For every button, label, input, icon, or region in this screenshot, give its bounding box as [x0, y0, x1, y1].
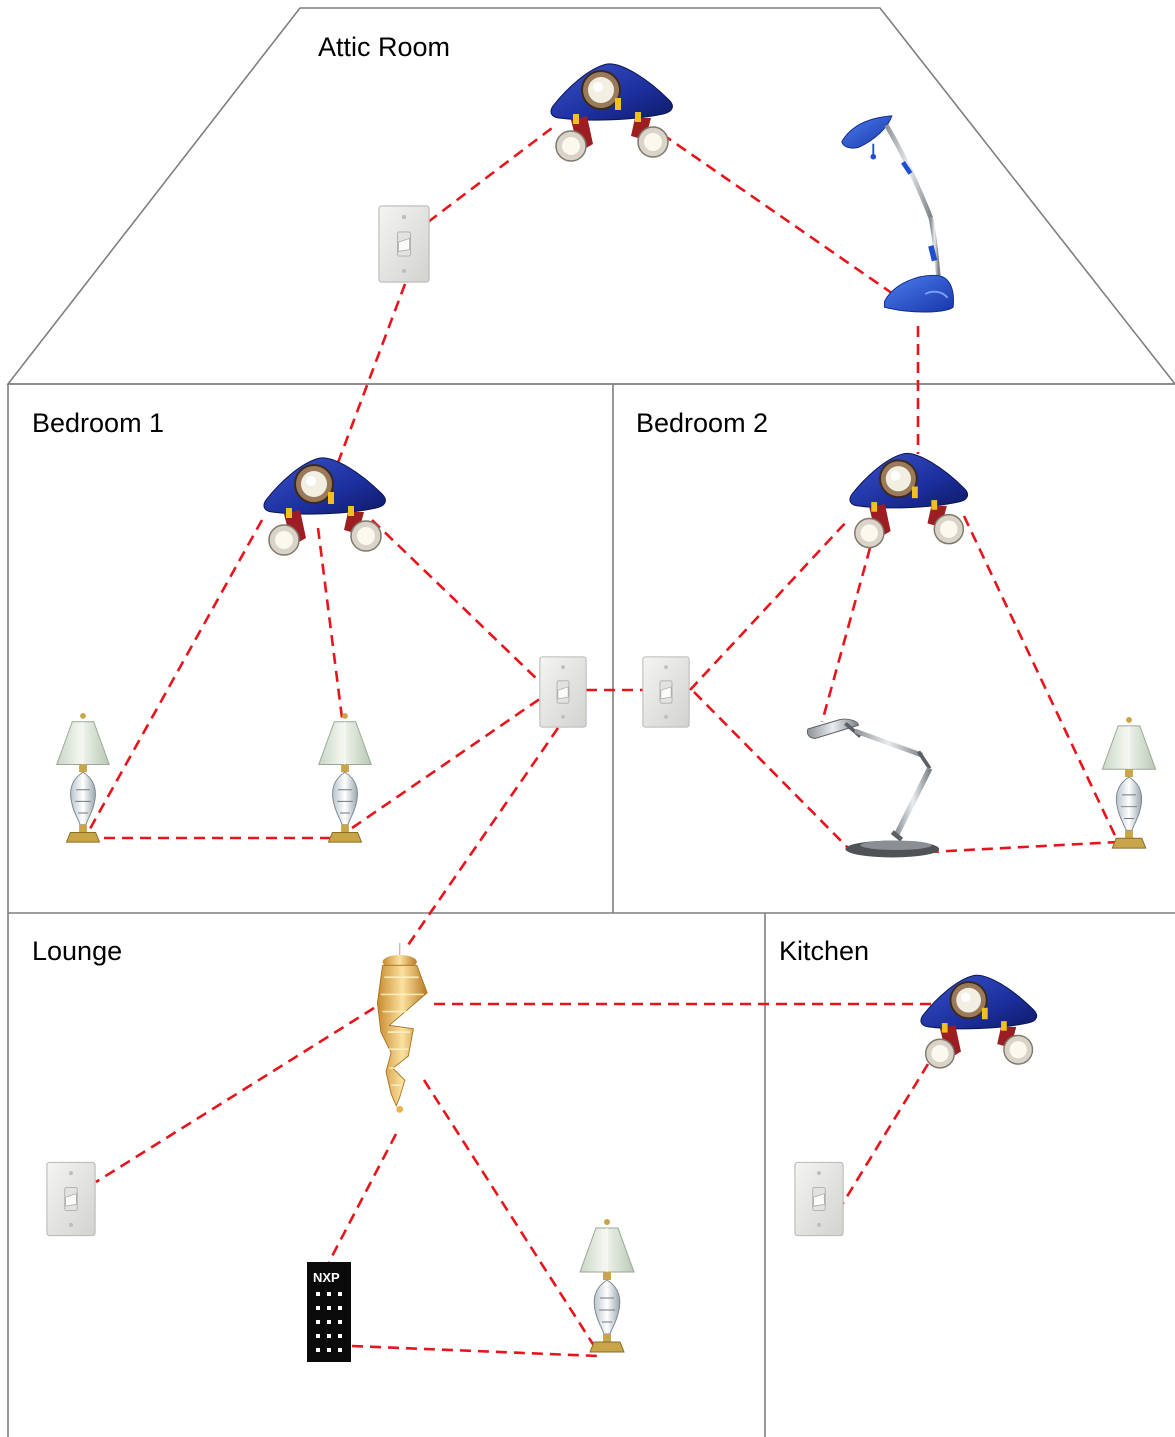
- table-lamp-icon[interactable]: [579, 1218, 635, 1353]
- remote-button[interactable]: [327, 1348, 331, 1352]
- wall-switch-icon[interactable]: [539, 656, 587, 728]
- link-lounge-chandelier--lounge-remote: [327, 1133, 398, 1263]
- chandelier-icon[interactable]: [376, 942, 429, 1114]
- attic-outline: [6, 7, 1175, 385]
- remote-buttons: [316, 1292, 342, 1352]
- link-bed2-spotlight--bed2-table-lamp: [962, 515, 1120, 843]
- table-lamp-icon[interactable]: [318, 712, 372, 843]
- link-attic-switch--bed1-spotlight: [334, 283, 407, 469]
- link-bed1-spotlight--bed1-switch: [371, 519, 541, 683]
- link-bed2-switch--bed2-desk-lamp: [693, 691, 853, 853]
- room-label-bedroom-1: Bedroom 1: [32, 408, 164, 438]
- remote-button[interactable]: [316, 1320, 320, 1324]
- ceiling-spotlight-icon[interactable]: [848, 452, 969, 549]
- links-layer: [84, 126, 1120, 1358]
- link-lounge-chandelier--lounge-table-lamp: [422, 1079, 600, 1353]
- remote-brand-label: NXP: [313, 1270, 340, 1285]
- room-label-lounge: Lounge: [32, 936, 122, 966]
- remote-button[interactable]: [338, 1320, 342, 1324]
- link-lounge-remote--lounge-table-lamp: [351, 1344, 599, 1358]
- remote-button[interactable]: [338, 1306, 342, 1310]
- wall-switch-icon[interactable]: [642, 656, 690, 728]
- wall-switch-icon[interactable]: [46, 1161, 96, 1237]
- link-bed1-spotlight--bed1-lamp-left: [84, 519, 264, 837]
- link-lounge-chandelier--lounge-switch: [95, 1006, 375, 1184]
- remote-button[interactable]: [316, 1348, 320, 1352]
- room-label-kitchen: Kitchen: [779, 936, 869, 966]
- remote-button[interactable]: [327, 1306, 331, 1310]
- link-bed2-spotlight--bed2-desk-lamp: [820, 547, 872, 723]
- desk-lamp-icon[interactable]: [842, 116, 954, 312]
- link-attic-switch--attic-spotlight: [427, 126, 553, 224]
- link-bed2-switch--bed2-spotlight: [689, 519, 849, 691]
- ceiling-spotlight-icon[interactable]: [262, 456, 387, 557]
- ceiling-spotlight-icon[interactable]: [919, 974, 1038, 1069]
- desk-lamp-icon[interactable]: [807, 719, 939, 857]
- remote-button[interactable]: [316, 1306, 320, 1310]
- house-walls: [6, 7, 1175, 1437]
- wall-switch-icon[interactable]: [378, 205, 430, 283]
- room-label-bedroom-2: Bedroom 2: [636, 408, 768, 438]
- link-bed1-lamp-right--bed1-switch: [351, 694, 545, 830]
- remote-button[interactable]: [327, 1320, 331, 1324]
- remote-button[interactable]: [327, 1334, 331, 1338]
- room-label-attic: Attic Room: [318, 32, 450, 62]
- link-bed1-switch--lounge-chandelier: [404, 727, 560, 949]
- devices-layer: NXP: [46, 62, 1157, 1362]
- remote-button[interactable]: [338, 1292, 342, 1296]
- link-attic-spotlight--attic-desk-lamp: [661, 132, 897, 298]
- remote-button[interactable]: [338, 1348, 342, 1352]
- remote-button[interactable]: [338, 1334, 342, 1338]
- remote-button[interactable]: [316, 1334, 320, 1338]
- remote-control-icon: [307, 1262, 351, 1362]
- remote-button[interactable]: [316, 1292, 320, 1296]
- link-kitchen-spotlight--kitchen-switch: [838, 1063, 930, 1209]
- wall-switch-icon[interactable]: [794, 1161, 844, 1237]
- ceiling-spotlight-icon[interactable]: [550, 62, 674, 162]
- remote-control[interactable]: NXP: [307, 1262, 351, 1362]
- remote-button[interactable]: [327, 1292, 331, 1296]
- link-bed1-spotlight--bed1-lamp-right: [316, 527, 344, 719]
- table-lamp-icon[interactable]: [56, 712, 110, 843]
